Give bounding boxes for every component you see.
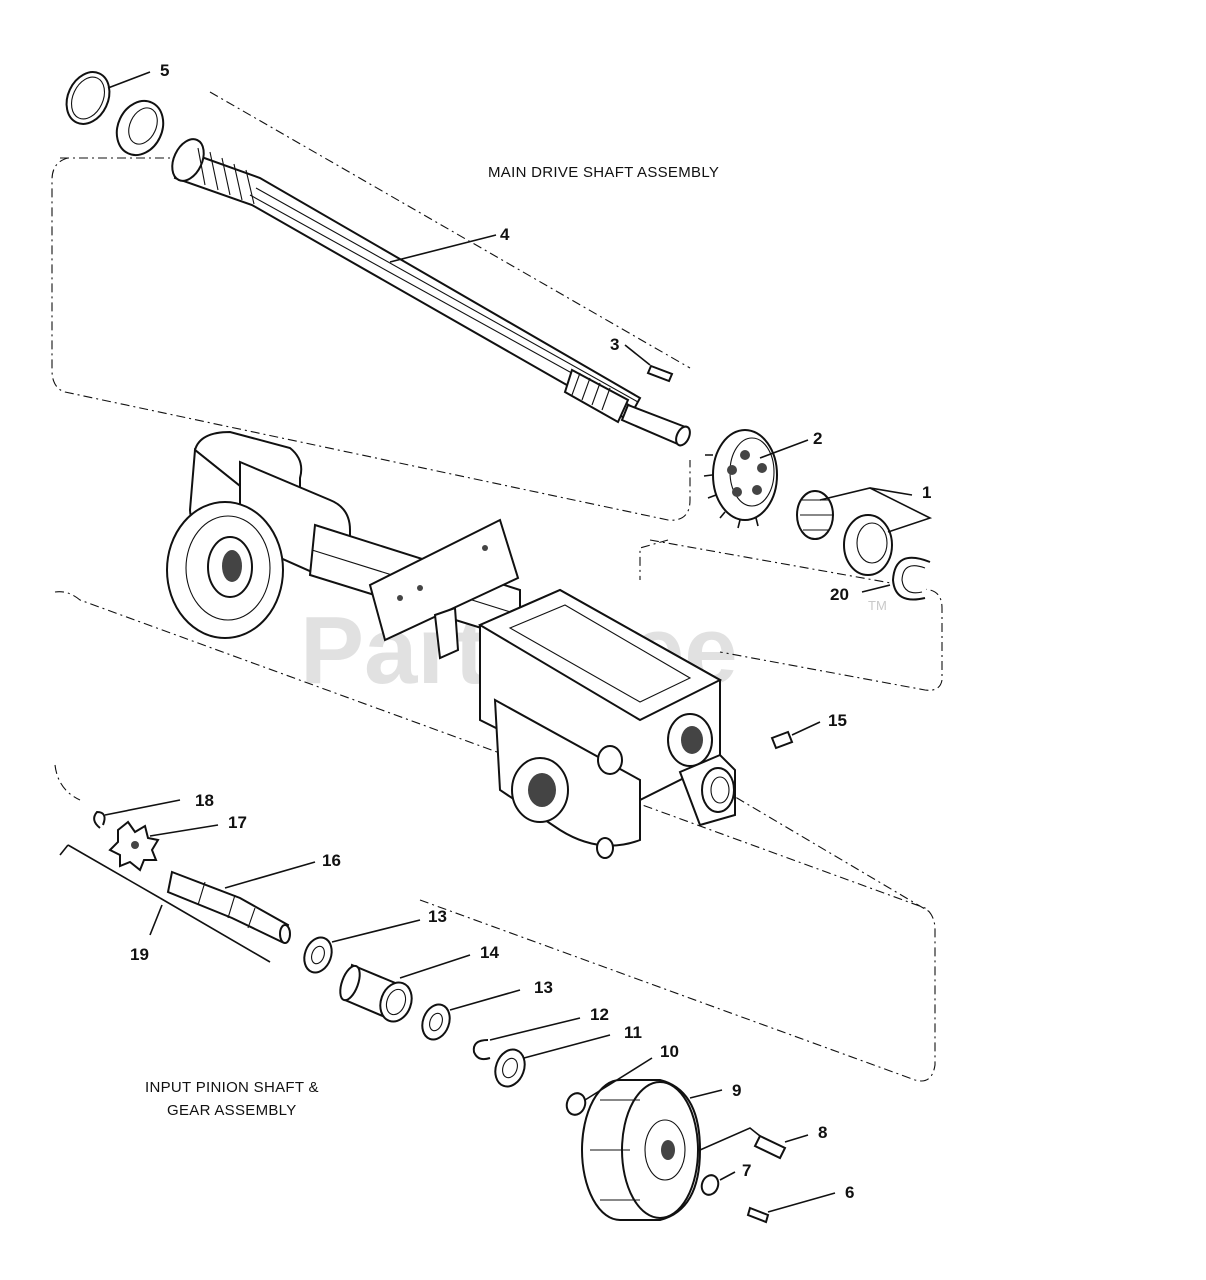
callout-16: 16 (322, 851, 341, 870)
part-3-key-icon (646, 364, 674, 383)
part-11-washer-icon (494, 1048, 526, 1088)
callout-3: 3 (610, 335, 619, 354)
callout-13-upper: 13 (428, 907, 447, 926)
part-2-gear-icon (703, 429, 778, 529)
part-9-pulley-icon (581, 1079, 702, 1221)
callout-17: 17 (228, 813, 247, 832)
part-17-pinion-gear-icon (108, 820, 160, 872)
callout-1: 1 (922, 483, 931, 502)
part-18-clip-icon (93, 810, 106, 829)
part-13-washer-b-icon (421, 1003, 451, 1041)
callout-9: 9 (732, 1081, 741, 1100)
callout-15: 15 (828, 711, 847, 730)
part-5-retaining-ring (65, 71, 111, 125)
callout-18: 18 (195, 791, 214, 810)
main-drive-shaft-title: MAIN DRIVE SHAFT ASSEMBLY (488, 164, 719, 181)
callout-10: 10 (660, 1042, 679, 1061)
callout-20: 20 (830, 585, 849, 604)
part-12-retaining-ring-icon (472, 1039, 491, 1061)
callout-13-lower: 13 (534, 978, 553, 997)
part-1-bearing-icon (796, 490, 893, 576)
main-drive-shaft-icon (171, 138, 691, 447)
trademark-text: TM (868, 598, 887, 613)
callout-12: 12 (590, 1005, 609, 1024)
leader-lines (59, 71, 933, 1213)
callout-6: 6 (845, 1183, 854, 1202)
part-13-washer-a-icon (303, 936, 333, 974)
callout-5: 5 (160, 61, 169, 80)
part-6-screw-icon (746, 1206, 770, 1224)
transmission-housing-icon (166, 430, 736, 859)
part-16-input-shaft-icon (166, 870, 291, 944)
part-20-snap-ring-icon (891, 556, 931, 601)
bearing-cup-icon (115, 99, 165, 157)
part-10-ring-icon (565, 1092, 587, 1116)
part-8-key-icon (753, 1134, 787, 1160)
input-pinion-title-line2: GEAR ASSEMBLY (167, 1102, 297, 1119)
part-14-bushing-icon (339, 963, 413, 1023)
callout-4: 4 (500, 225, 510, 244)
callout-8: 8 (818, 1123, 827, 1142)
part-15-setscrew-icon (770, 730, 794, 750)
callout-11: 11 (624, 1023, 642, 1042)
callout-7: 7 (742, 1161, 751, 1180)
callout-2: 2 (813, 429, 822, 448)
part-7-washer-icon (700, 1174, 720, 1196)
input-pinion-title-line1: INPUT PINION SHAFT & (145, 1079, 319, 1096)
assembly-boundaries (51, 91, 943, 1082)
callout-19: 19 (130, 945, 149, 964)
callout-14: 14 (480, 943, 499, 962)
